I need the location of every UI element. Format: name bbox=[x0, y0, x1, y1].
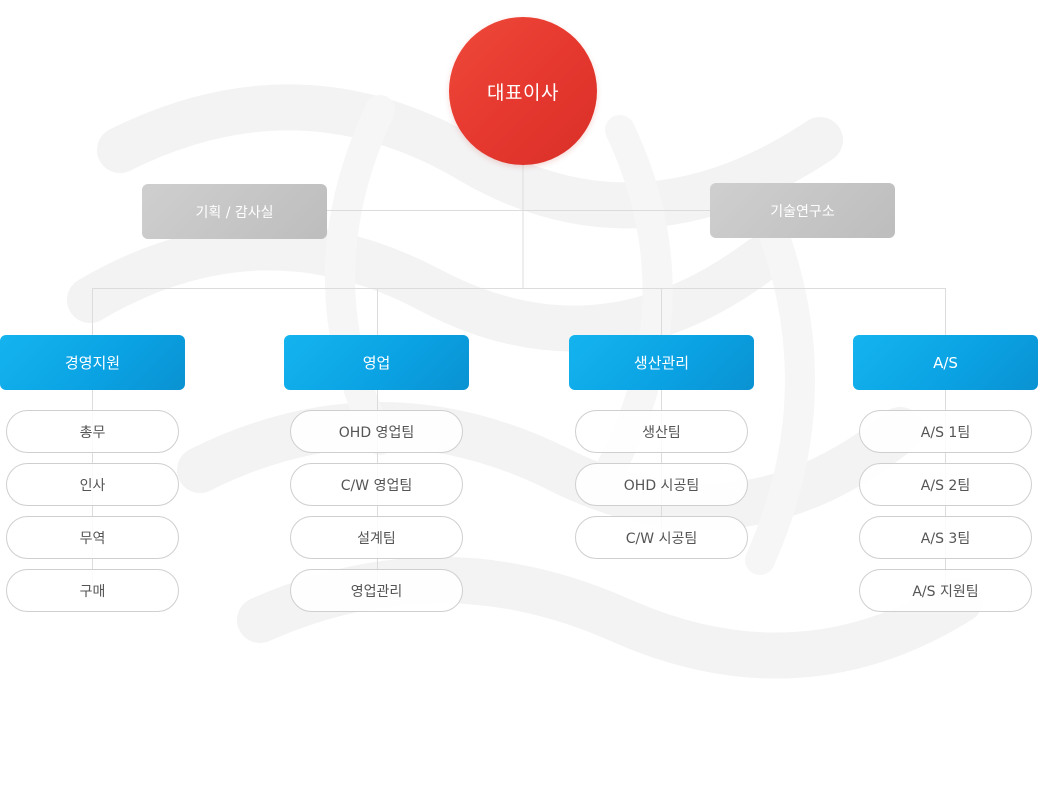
team-label: 영업관리 bbox=[350, 583, 403, 600]
department-node-production: 생산관리 bbox=[569, 335, 754, 390]
team-label: 인사 bbox=[79, 477, 106, 494]
team-node: A/S 3팀 bbox=[859, 516, 1032, 559]
department-node-after-service: A/S bbox=[853, 335, 1038, 390]
team-node: A/S 지원팀 bbox=[859, 569, 1032, 612]
team-node: A/S 1팀 bbox=[859, 410, 1032, 453]
team-node: 영업관리 bbox=[290, 569, 463, 612]
team-node: 무역 bbox=[6, 516, 179, 559]
department-label: 영업 bbox=[362, 354, 391, 372]
staff-node-research-lab: 기술연구소 bbox=[710, 183, 895, 238]
team-label: C/W 시공팀 bbox=[625, 530, 698, 547]
staff-node-planning-audit: 기획 / 감사실 bbox=[142, 184, 327, 239]
team-label: 구매 bbox=[79, 583, 106, 600]
team-label: A/S 1팀 bbox=[920, 424, 971, 441]
team-node: C/W 시공팀 bbox=[575, 516, 748, 559]
team-node: 총무 bbox=[6, 410, 179, 453]
team-label: 무역 bbox=[79, 530, 106, 547]
ceo-label: 대표이사 bbox=[487, 81, 559, 104]
team-label: 설계팀 bbox=[357, 530, 396, 547]
staff-label: 기획 / 감사실 bbox=[195, 204, 274, 221]
ceo-node: 대표이사 bbox=[449, 17, 597, 165]
department-label: 생산관리 bbox=[633, 354, 690, 372]
team-node: OHD 영업팀 bbox=[290, 410, 463, 453]
team-node: 인사 bbox=[6, 463, 179, 506]
team-label: A/S 3팀 bbox=[920, 530, 971, 547]
team-label: OHD 영업팀 bbox=[338, 424, 415, 441]
team-node: C/W 영업팀 bbox=[290, 463, 463, 506]
department-node-management-support: 경영지원 bbox=[0, 335, 185, 390]
team-node: 생산팀 bbox=[575, 410, 748, 453]
team-node: OHD 시공팀 bbox=[575, 463, 748, 506]
department-label: 경영지원 bbox=[64, 354, 121, 372]
team-label: A/S 2팀 bbox=[920, 477, 971, 494]
team-label: C/W 영업팀 bbox=[340, 477, 413, 494]
team-label: A/S 지원팀 bbox=[912, 583, 979, 600]
team-label: 총무 bbox=[79, 424, 106, 441]
team-node: A/S 2팀 bbox=[859, 463, 1032, 506]
department-node-sales: 영업 bbox=[284, 335, 469, 390]
department-label: A/S bbox=[933, 353, 958, 372]
team-label: 생산팀 bbox=[642, 424, 681, 441]
team-node: 구매 bbox=[6, 569, 179, 612]
staff-label: 기술연구소 bbox=[770, 203, 835, 220]
team-label: OHD 시공팀 bbox=[623, 477, 700, 494]
team-node: 설계팀 bbox=[290, 516, 463, 559]
